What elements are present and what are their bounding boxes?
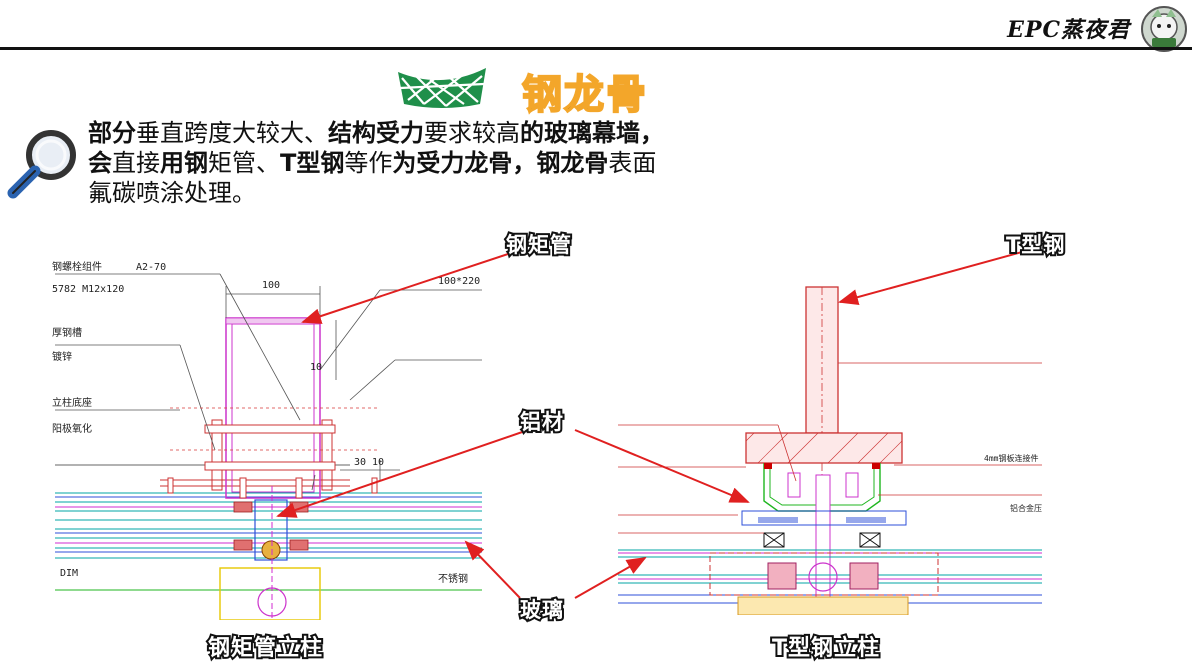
bird-nest-icon xyxy=(398,68,486,108)
label-glass: 玻璃 xyxy=(518,596,565,624)
text-bold: 部分 xyxy=(88,119,136,147)
cad-text: 100*220 xyxy=(438,276,480,287)
label-t-steel: T型钢 xyxy=(1004,231,1066,259)
cad-text: 铝合金压块 xyxy=(1010,503,1042,513)
text-normal: 等 xyxy=(344,149,369,177)
text-normal: 表面 xyxy=(608,149,657,177)
caption-rect-tube-mullion: 钢矩管立柱 xyxy=(206,634,324,663)
t-steel-drawing: 4mm钢板连接件 铝合金压块 xyxy=(618,286,1042,615)
cad-text: 10 xyxy=(372,457,384,468)
label-rect-tube: 钢矩管 xyxy=(504,231,573,259)
cad-text: 镀锌 xyxy=(52,350,72,363)
text-bold: 会 xyxy=(88,149,112,177)
cad-text: A2-70 xyxy=(136,262,166,273)
cad-text: 不锈钢 xyxy=(438,572,468,585)
cad-text: 10 xyxy=(310,362,322,373)
text-normal: 作 xyxy=(368,149,393,177)
label-aluminum: 铝材 xyxy=(518,408,565,436)
text-bold: 的玻璃幕墙， xyxy=(520,119,664,147)
text-bold: T型钢 xyxy=(280,149,345,177)
cad-text: 厚钢槽 xyxy=(52,326,82,339)
header-rule xyxy=(0,47,1192,50)
cad-text: 4mm钢板连接件 xyxy=(984,453,1038,463)
cad-text: 立柱底座 xyxy=(52,396,92,409)
text-bold: 结构受力 xyxy=(328,119,424,147)
text-bold: 为受力龙骨，钢龙骨 xyxy=(392,149,609,177)
text-normal: 氟碳喷涂处理。 xyxy=(88,179,256,207)
text-normal: 垂直跨度大较大、 xyxy=(136,119,328,147)
cad-text: 100 xyxy=(262,280,280,291)
cad-text: 阳极氧化 xyxy=(52,422,92,435)
brand-logo-text: EPC蒸夜君 xyxy=(1007,17,1130,43)
magnifier-icon xyxy=(7,130,76,199)
mascot-avatar xyxy=(1141,6,1187,52)
text-normal: 矩管、 xyxy=(208,149,280,177)
caption-t-steel-mullion: T型钢立柱 xyxy=(770,634,881,663)
body-paragraph: 部分垂直跨度大较大、结构受力要求较高的玻璃幕墙， 会直接用钢矩管、T型钢等作为受… xyxy=(88,118,808,208)
slide-title: 钢龙骨 xyxy=(521,71,648,119)
cad-text: 钢螺栓组件 xyxy=(52,260,102,273)
text-normal: 要求较高 xyxy=(424,119,520,147)
cad-text: 30 xyxy=(354,457,366,468)
rect-tube-drawing: 钢螺栓组件 A2-70 5782 M12x120 厚钢槽 镀锌 立柱底座 阳极氧… xyxy=(52,260,482,620)
text-normal: 直接 xyxy=(112,149,160,177)
cad-text: 5782 M12x120 xyxy=(52,284,124,295)
text-bold: 用钢 xyxy=(160,149,208,177)
cad-text: DIM xyxy=(60,568,78,579)
